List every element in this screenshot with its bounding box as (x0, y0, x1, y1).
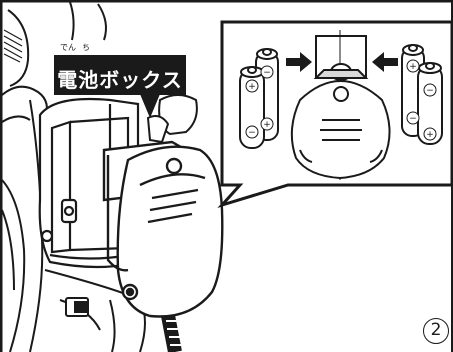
polarity-minus: − (248, 128, 256, 138)
bottom-clip (65, 297, 89, 317)
label-text: 電池ボックス (57, 68, 183, 92)
battery-compartment (38, 97, 140, 269)
arrow-right-icon (286, 52, 312, 72)
polarity-plus: + (248, 82, 256, 92)
polarity-plus: + (409, 62, 417, 72)
battery-box-label: 電池ボックス (54, 55, 186, 95)
polarity-plus: + (426, 130, 434, 140)
polarity-minus: − (409, 114, 417, 124)
polarity-minus: − (263, 68, 271, 78)
polarity-plus: + (263, 120, 271, 130)
arrow-left-icon (372, 52, 398, 72)
step-number: 2 (423, 318, 449, 344)
inset-cover (290, 30, 391, 180)
polarity-marks: + − − + + − − + (245, 59, 437, 141)
polarity-minus: − (426, 86, 434, 96)
furigana-chi: ち (82, 43, 90, 52)
battery-cover (102, 140, 224, 318)
hatch-pattern (3, 29, 23, 63)
callout-pointer (140, 94, 160, 118)
furigana-den: でん (60, 43, 76, 52)
hand-fingers (146, 94, 198, 144)
